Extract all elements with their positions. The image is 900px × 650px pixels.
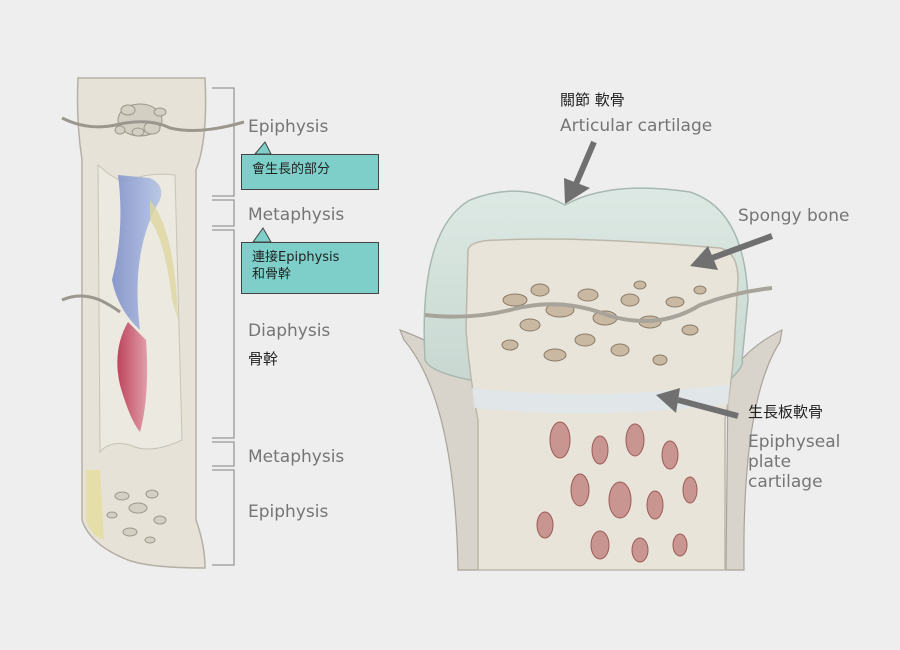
nerve-middle [61, 294, 121, 314]
epiphyseal-plate-band [472, 384, 730, 414]
label-epiphysis-top: Epiphysis [248, 117, 329, 137]
bracket-diaphysis [212, 229, 235, 439]
label-growth-plate-en-3: cartilage [748, 472, 823, 492]
artery-red [117, 322, 148, 432]
label-diaphysis: Diaphysis [248, 321, 331, 341]
arrow-articular-head [564, 178, 590, 204]
label-metaphysis-top: Metaphysis [248, 205, 345, 225]
callout-pointer-growing [253, 141, 272, 155]
label-articular-zh: 關節 軟骨 [560, 91, 625, 109]
bracket-epiphysis-top [212, 87, 235, 197]
spongy-top-pattern [114, 103, 167, 137]
vein-blue [112, 175, 162, 330]
marrow-holes [536, 421, 698, 563]
nerve-top [61, 116, 245, 132]
bracket-metaphysis-top [212, 199, 235, 227]
label-growth-plate-en: Epiphyseal plate cartilage [748, 432, 868, 492]
callout-growing-part-text: 會生長的部分 [252, 162, 331, 177]
callout-connects-line2: 和骨幹 [252, 267, 292, 282]
label-epiphysis-bottom: Epiphysis [248, 502, 329, 522]
label-growth-plate-en-1: Epiphyseal [748, 432, 841, 452]
bracket-epiphysis-bottom [212, 469, 235, 566]
marrow-yellow [150, 200, 178, 320]
label-growth-plate-en-2: plate [748, 452, 792, 472]
label-diaphysis-zh: 骨幹 [248, 350, 279, 368]
arrow-spongy-head [690, 246, 718, 270]
callout-pointer-connects [252, 227, 272, 243]
label-growth-plate-zh: 生長板軟骨 [748, 403, 824, 421]
long-bone-diagram [61, 77, 245, 569]
arrow-growth-plate-head [656, 388, 680, 413]
nerve-section [424, 286, 773, 323]
bone-section-diagram [398, 187, 783, 571]
spongy-bottom-pattern [106, 489, 167, 544]
callout-connects: 連接Epiphysis 和骨幹 [241, 242, 379, 294]
callout-growing-part: 會生長的部分 [241, 154, 379, 190]
region-brackets [212, 87, 235, 566]
label-spongy-bone: Spongy bone [738, 206, 850, 226]
bracket-metaphysis-bottom [212, 441, 235, 467]
callout-connects-line1: 連接Epiphysis [252, 250, 340, 265]
pointer-arrows [564, 140, 774, 419]
label-articular-en: Articular cartilage [560, 116, 713, 136]
periosteum-shell-right [725, 328, 783, 571]
bottom-yellow-tint [86, 470, 104, 540]
label-metaphysis-bottom: Metaphysis [248, 447, 345, 467]
